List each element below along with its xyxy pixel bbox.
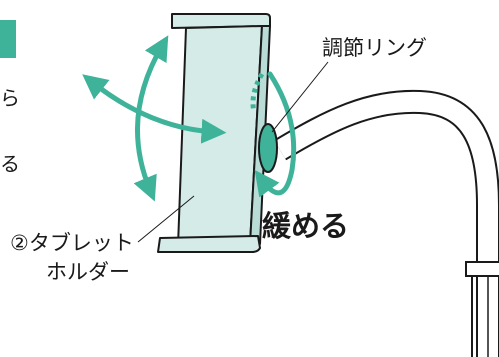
loosen-label: 緩める	[262, 209, 349, 243]
loosen-arrow-icon	[254, 71, 297, 198]
edge-fragment-bottom: る	[0, 152, 20, 176]
gooseneck-arm	[273, 89, 499, 357]
tablet-holder-leader	[137, 195, 195, 243]
edge-fragment-top: ら	[0, 86, 20, 110]
tablet-holder-label-line1: ②タブレット	[10, 231, 134, 255]
rotation-hint	[250, 72, 265, 113]
tablet-holder-label-line2: ホルダー	[46, 260, 130, 284]
adjust-ring-label: 調節リング	[322, 36, 427, 60]
section-tab	[0, 20, 16, 58]
tablet-holder	[157, 13, 278, 253]
adjust-ring-leader	[271, 61, 329, 133]
adjust-ring	[258, 123, 278, 173]
rotate-arrows-icon	[82, 35, 227, 202]
